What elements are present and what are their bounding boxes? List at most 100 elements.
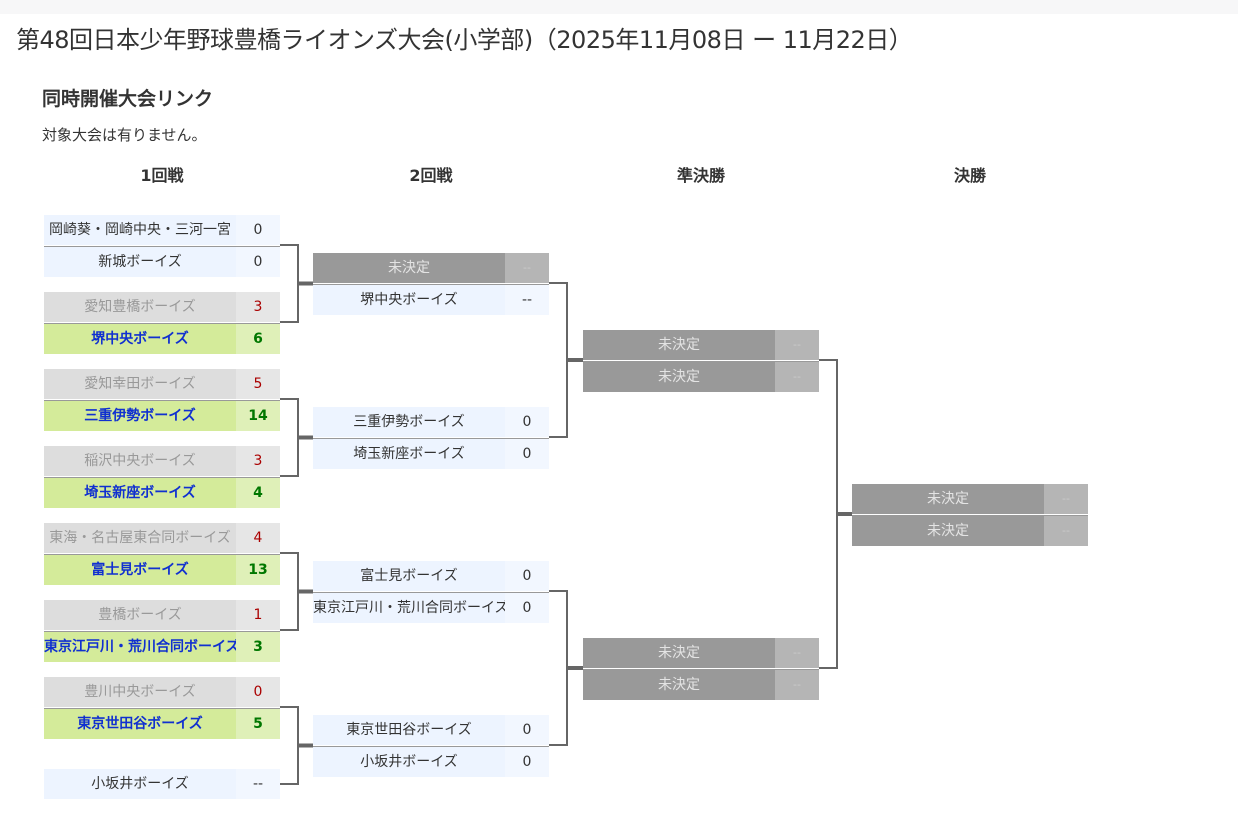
team-score: 5 xyxy=(236,369,280,399)
team-score: -- xyxy=(1044,484,1088,514)
team-row[interactable]: 未決定-- xyxy=(583,669,819,700)
team-score: -- xyxy=(775,670,819,700)
team-name: 未決定 xyxy=(583,670,775,700)
team-name: 豊橋ボーイズ xyxy=(44,600,236,630)
team-score: -- xyxy=(505,253,549,283)
team-name: 富士見ボーイズ xyxy=(313,561,505,591)
bracket-line xyxy=(280,552,313,631)
team-name: 三重伊勢ボーイズ xyxy=(313,407,505,437)
team-score: 13 xyxy=(236,555,280,585)
team-name: 未決定 xyxy=(852,516,1044,546)
round-header: 1回戦 xyxy=(140,166,184,185)
team-score: 3 xyxy=(236,292,280,322)
team-score: 0 xyxy=(505,747,549,777)
team-name: 未決定 xyxy=(583,362,775,392)
round-header: 2回戦 xyxy=(409,166,453,185)
team-name: 小坂井ボーイズ xyxy=(313,747,505,777)
linked-tournaments-note: 対象大会は有りません。 xyxy=(42,126,207,144)
team-row[interactable]: 小坂井ボーイズ-- xyxy=(44,769,280,799)
team-score: 0 xyxy=(236,215,280,245)
team-name: 東京世田谷ボーイズ xyxy=(44,709,236,739)
team-score: 0 xyxy=(236,677,280,707)
team-score: -- xyxy=(775,638,819,668)
team-score: 4 xyxy=(236,523,280,553)
team-row[interactable]: 未決定-- xyxy=(583,330,819,360)
team-name: 堺中央ボーイズ xyxy=(44,324,236,354)
team-name: 東海・名古屋東合同ボーイズ xyxy=(44,523,236,553)
team-name: 堺中央ボーイズ xyxy=(313,285,505,315)
team-score: 14 xyxy=(236,401,280,431)
bracket-line xyxy=(549,590,583,746)
team-name: 小坂井ボーイズ xyxy=(44,769,236,799)
team-score: -- xyxy=(775,330,819,360)
round-header: 準決勝 xyxy=(676,166,725,185)
top-bar xyxy=(0,0,1238,14)
team-name: 豊川中央ボーイズ xyxy=(44,677,236,707)
linked-tournaments-heading: 同時開催大会リンク xyxy=(42,88,214,110)
bracket-line xyxy=(819,359,852,669)
team-name: 愛知豊橋ボーイズ xyxy=(44,292,236,322)
page-title: 第48回日本少年野球豊橋ライオンズ大会(小学部)（2025年11月08日 ー 1… xyxy=(16,26,913,54)
team-score: 0 xyxy=(505,561,549,591)
team-row[interactable]: 未決定-- xyxy=(852,515,1088,546)
team-row[interactable]: 未決定-- xyxy=(852,484,1088,514)
bracket-line xyxy=(280,398,313,477)
team-name: 岡崎葵・岡崎中央・三河一宮 xyxy=(44,215,236,245)
team-name: 東京江戸川・荒川合同ボーイズ xyxy=(44,632,236,662)
team-score: 1 xyxy=(236,600,280,630)
bracket-line xyxy=(280,706,313,785)
team-name: 新城ボーイズ xyxy=(44,247,236,277)
team-score: 5 xyxy=(236,709,280,739)
team-name: 未決定 xyxy=(583,638,775,668)
team-name: 未決定 xyxy=(313,253,505,283)
team-name: 埼玉新座ボーイズ xyxy=(313,439,505,469)
team-score: 0 xyxy=(505,439,549,469)
team-score: 0 xyxy=(505,407,549,437)
team-name: 東京江戸川・荒川合同ボーイズ xyxy=(313,593,505,623)
team-row[interactable]: 未決定-- xyxy=(313,253,549,283)
team-score: 3 xyxy=(236,446,280,476)
team-name: 未決定 xyxy=(583,330,775,360)
team-name: 未決定 xyxy=(852,484,1044,514)
team-score: -- xyxy=(505,285,549,315)
team-score: 6 xyxy=(236,324,280,354)
team-row[interactable]: 未決定-- xyxy=(583,361,819,392)
team-score: -- xyxy=(1044,516,1088,546)
team-name: 愛知幸田ボーイズ xyxy=(44,369,236,399)
bracket-line xyxy=(280,244,313,323)
round-header: 決勝 xyxy=(953,166,986,185)
team-name: 三重伊勢ボーイズ xyxy=(44,401,236,431)
team-score: 3 xyxy=(236,632,280,662)
team-score: 4 xyxy=(236,478,280,508)
team-name: 稲沢中央ボーイズ xyxy=(44,446,236,476)
team-score: -- xyxy=(236,769,280,799)
team-name: 富士見ボーイズ xyxy=(44,555,236,585)
bracket-line xyxy=(549,282,583,438)
team-row[interactable]: 未決定-- xyxy=(583,638,819,668)
team-score: -- xyxy=(775,362,819,392)
team-name: 東京世田谷ボーイズ xyxy=(313,715,505,745)
team-row[interactable]: 堺中央ボーイズ-- xyxy=(313,284,549,315)
team-score: 0 xyxy=(505,593,549,623)
